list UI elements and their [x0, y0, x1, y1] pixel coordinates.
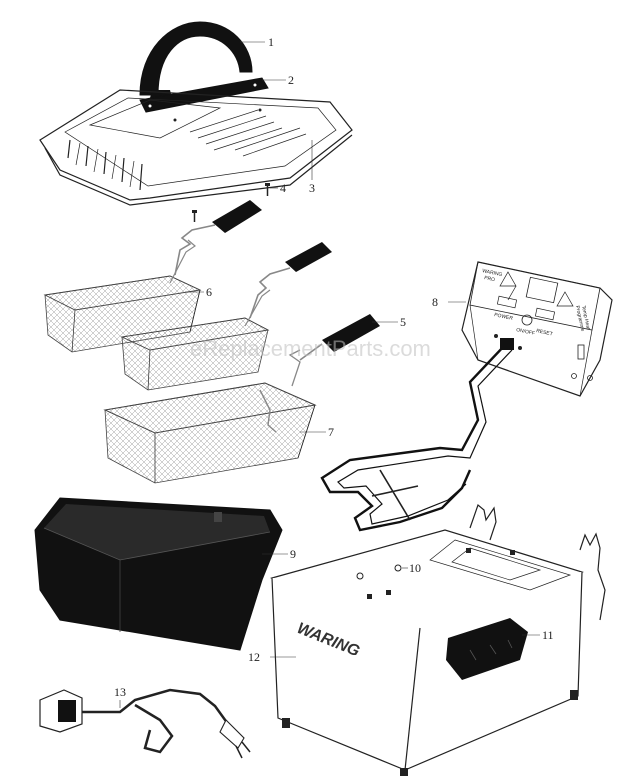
bracket-clips [469, 503, 606, 621]
large-basket [103, 382, 317, 484]
callout-1: 1 [268, 35, 274, 49]
panel-reset-label: RESET [536, 328, 554, 337]
callout-2: 2 [288, 73, 294, 87]
control-panel: WARING PRO POWER ON/OFF RESET Programme … [461, 261, 613, 397]
panel-program-label: Programme [574, 305, 585, 332]
panel-onoff-label: ON/OFF [516, 327, 536, 337]
fryer-lid [39, 89, 353, 206]
panel-temp-label: Temp Heat [580, 305, 591, 330]
callout-5: 5 [400, 315, 406, 329]
watermark: eReplacementParts.com [190, 336, 431, 361]
callout-7: 7 [328, 425, 334, 439]
panel-sub: PRO [484, 275, 496, 283]
callout-3: 3 [309, 181, 315, 195]
fryer-base: WARING [269, 529, 584, 776]
callout-10: 10 [409, 561, 421, 575]
power-cord [39, 688, 251, 759]
small-basket-right [120, 242, 332, 391]
callout-11: 11 [542, 628, 554, 642]
callout-12: 12 [248, 650, 260, 664]
oil-container [34, 497, 283, 651]
heating-element [320, 338, 514, 532]
leader-lines [119, 41, 540, 708]
side-handle [446, 618, 528, 680]
panel-power-label: POWER [494, 312, 514, 322]
basket-handle [288, 314, 380, 387]
callout-numbers: 1 2 3 4 6 5 7 8 9 10 11 12 13 [114, 35, 554, 699]
callout-13: 13 [114, 685, 126, 699]
callout-9: 9 [290, 547, 296, 561]
panel-brand: WARING [482, 268, 503, 278]
callout-6: 6 [206, 285, 212, 299]
screw [192, 183, 270, 222]
callout-8: 8 [432, 295, 438, 309]
callout-4: 4 [280, 181, 286, 195]
